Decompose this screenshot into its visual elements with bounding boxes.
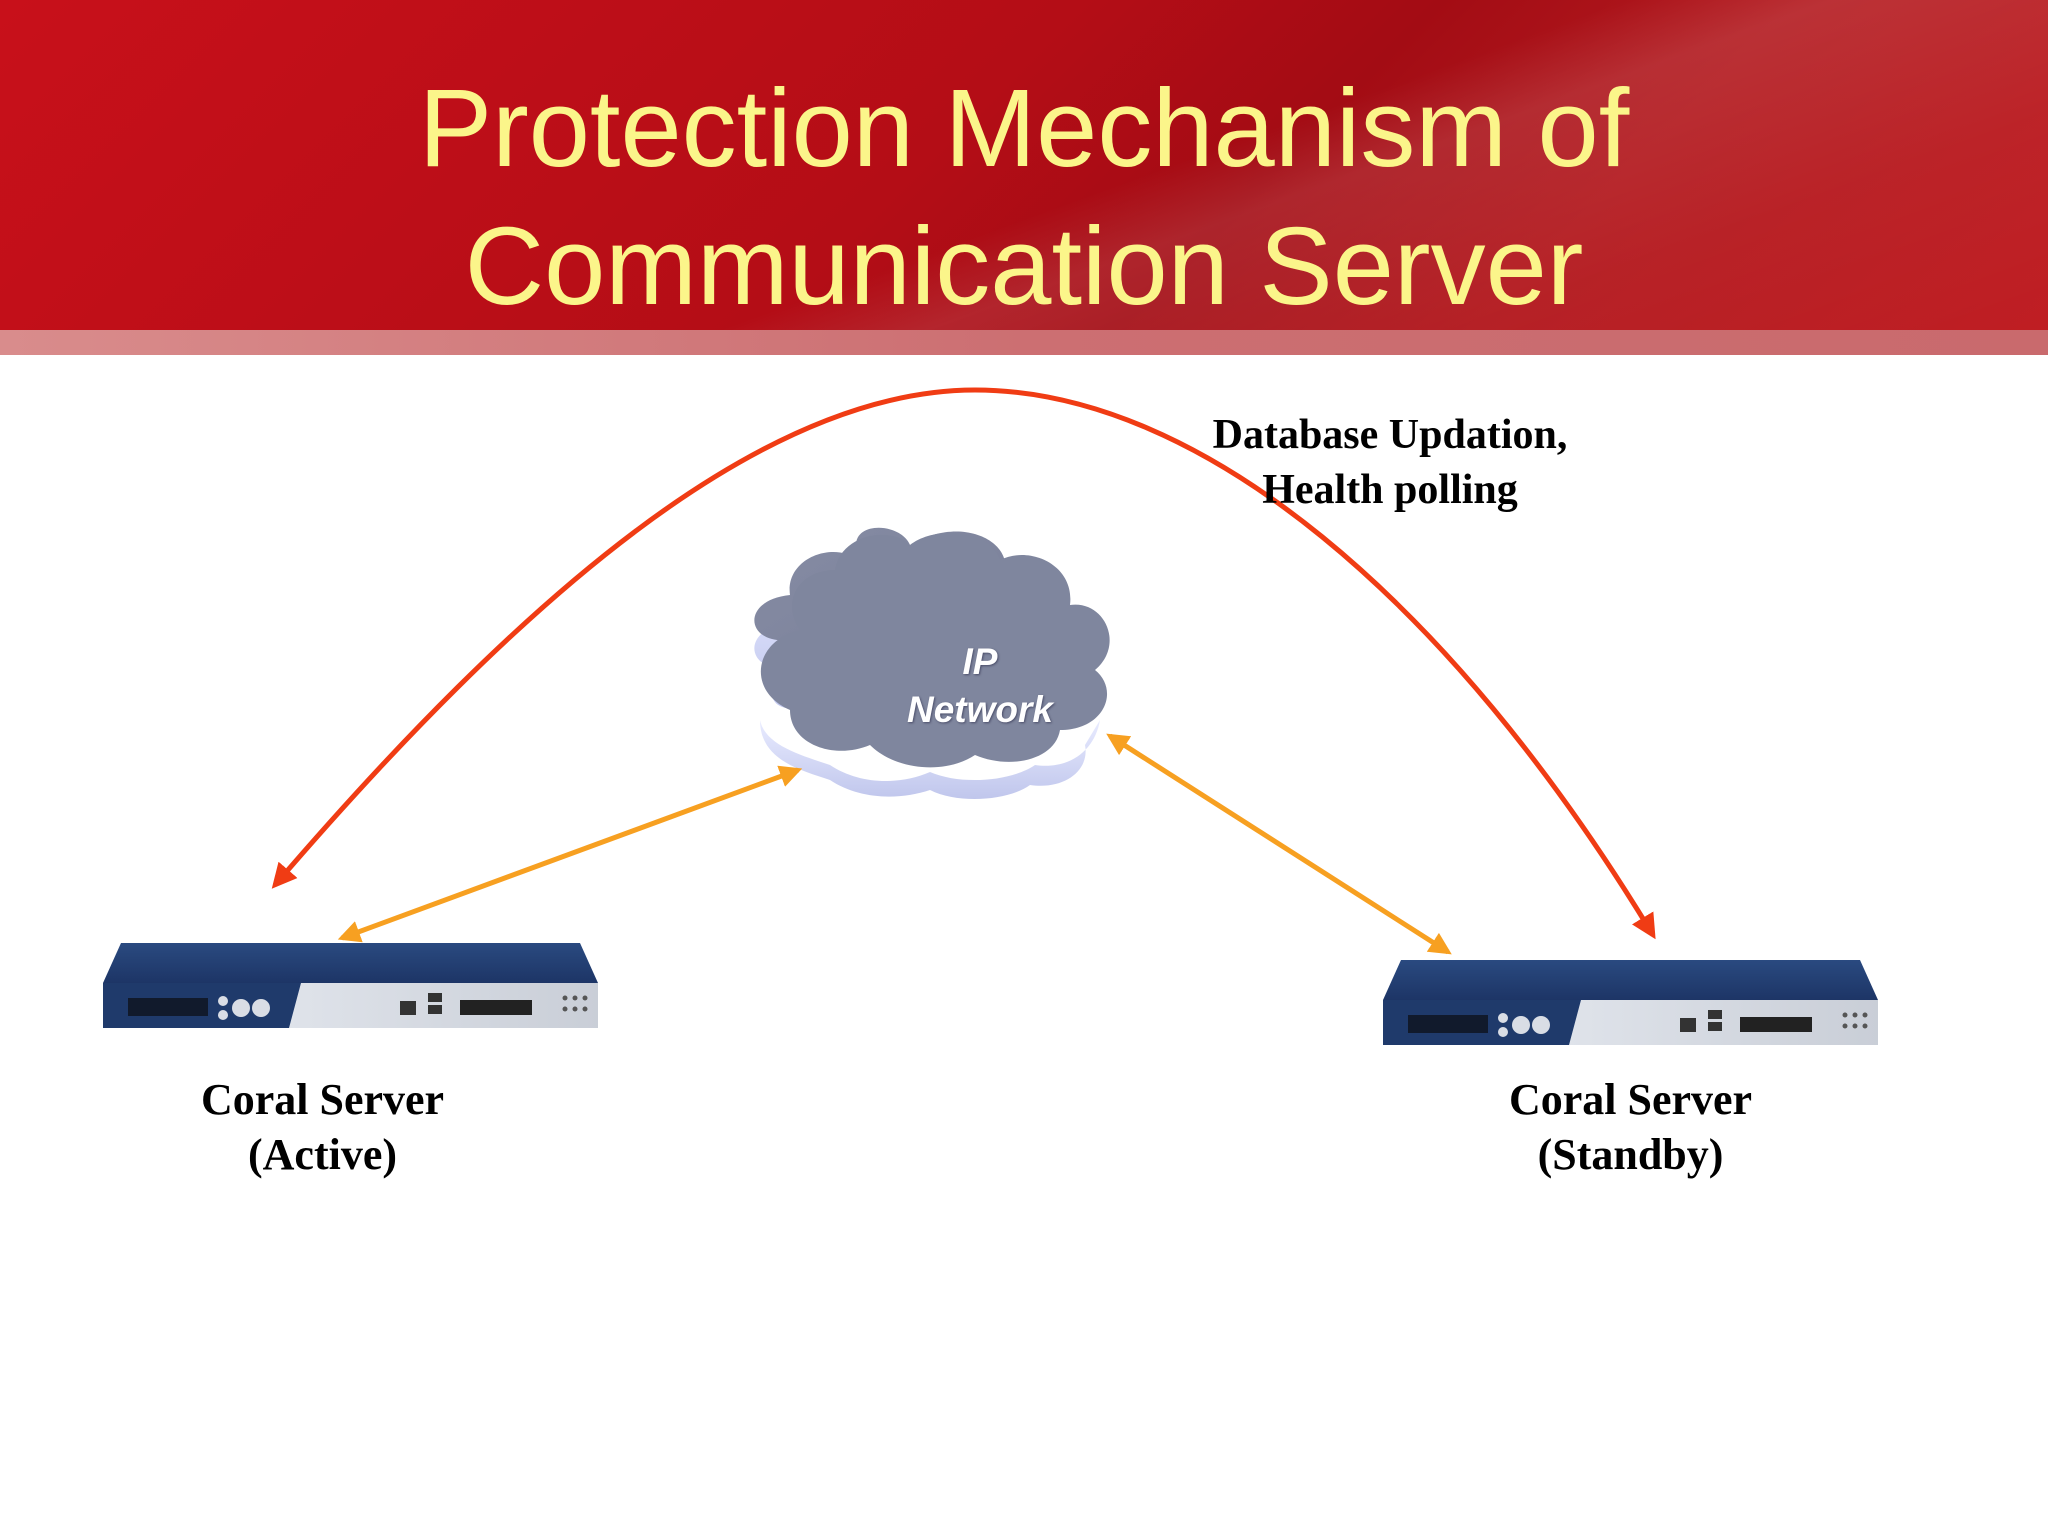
- standby-server-role: (Standby): [1537, 1130, 1724, 1179]
- sync-label-line-1: Database Updation,: [1212, 412, 1568, 458]
- active-server-name: Coral Server: [200, 1075, 445, 1124]
- sync-label: Database Updation, Health polling: [1170, 408, 1610, 518]
- server-standby: [1383, 960, 1878, 1045]
- standby-server-name: Coral Server: [1508, 1075, 1753, 1124]
- sync-arrow: [271, 387, 1656, 940]
- active-network-arrow: [337, 765, 803, 943]
- banner-sheen: [0, 0, 2048, 330]
- standby-network-arrow: [1106, 733, 1452, 955]
- cloud-label-line-1: IP: [962, 641, 998, 682]
- banner-bottom-band: [0, 330, 2048, 355]
- title-line-1: Protection Mechanism of: [418, 67, 1630, 190]
- title-banner: [0, 0, 2048, 355]
- server-active: [103, 943, 598, 1028]
- title-line-2: Communication Server: [464, 205, 1584, 328]
- active-server-role: (Active): [247, 1130, 397, 1179]
- ip-network-cloud: [754, 527, 1110, 800]
- active-server-label: Coral Server (Active): [150, 1072, 495, 1182]
- cloud-label: IP Network: [860, 638, 1100, 734]
- sync-label-line-2: Health polling: [1262, 467, 1518, 513]
- cloud-label-line-2: Network: [907, 689, 1053, 730]
- slide-title: Protection Mechanism of Communication Se…: [0, 60, 2048, 336]
- standby-server-label: Coral Server (Standby): [1458, 1072, 1803, 1182]
